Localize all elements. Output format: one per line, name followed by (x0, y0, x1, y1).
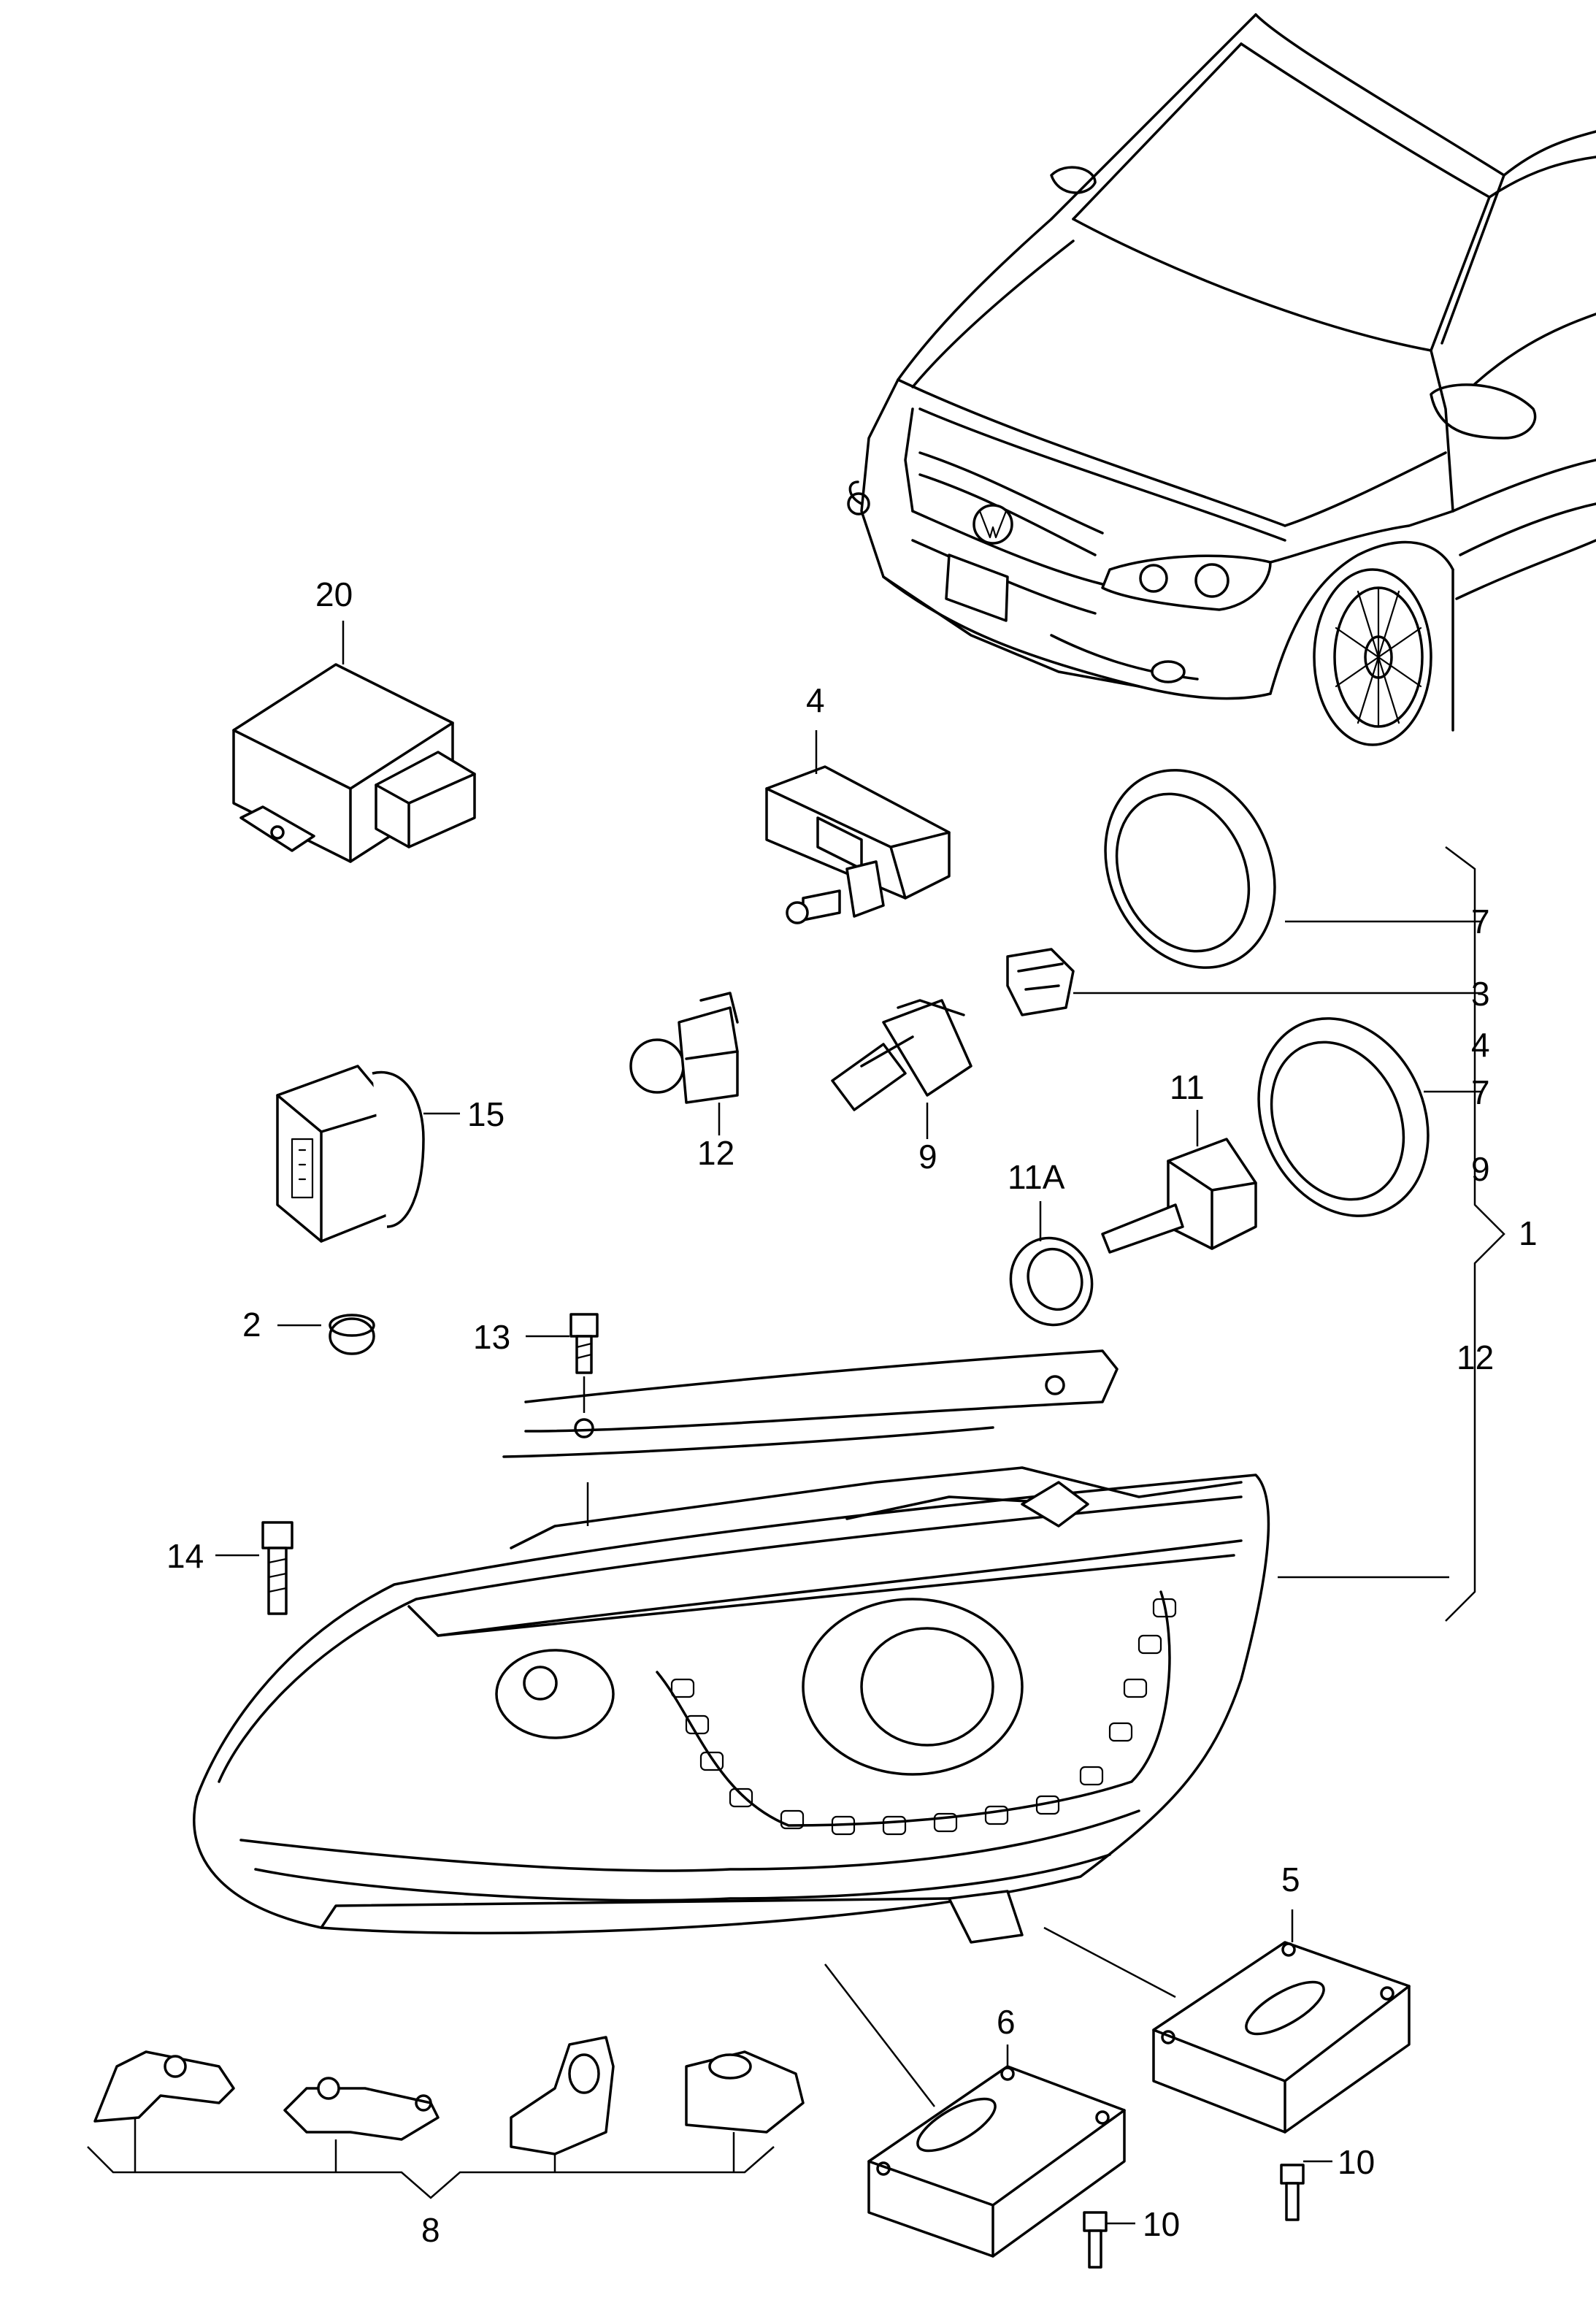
callout-14: 14 (166, 1537, 204, 1575)
part-14-bolt (261, 1521, 294, 1615)
callout-9-group: 9 (1471, 1150, 1490, 1188)
callout-10-lower: 10 (1143, 2205, 1180, 2243)
callout-8: 8 (421, 2211, 440, 2249)
part-5-ballast (1152, 1941, 1411, 2134)
callout-3: 3 (1471, 975, 1490, 1013)
part-3-bulb-holder (1006, 948, 1075, 1016)
callout-15: 15 (467, 1095, 504, 1133)
part-12-bulb (629, 992, 739, 1104)
callout-5: 5 (1281, 1861, 1300, 1898)
callout-20: 20 (315, 575, 353, 613)
callout-10-upper: 10 (1338, 2143, 1375, 2181)
part-7-cap-upper (1104, 769, 1276, 969)
part-10-screw-a (1280, 2164, 1305, 2221)
vehicle-drawing (847, 13, 1596, 746)
callout-13: 13 (473, 1318, 510, 1356)
callout-12-group: 12 (1457, 1338, 1494, 1376)
part-10-screw-b (1083, 2211, 1108, 2269)
callout-11a: 11A (1008, 1158, 1065, 1196)
callout-labels: 20 4 7 3 4 7 9 11 11A 15 12 9 1 2 13 12 … (166, 575, 1538, 2249)
part-4-adjust-motor (765, 765, 951, 924)
leader-lines (87, 621, 1505, 2225)
callout-4-motor: 4 (806, 681, 825, 719)
callout-7-lower: 7 (1471, 1073, 1490, 1111)
headlamp-assembly (193, 1466, 1270, 1944)
callout-2: 2 (242, 1306, 261, 1344)
callout-6: 6 (997, 2003, 1016, 2041)
callout-11: 11 (1170, 1068, 1205, 1106)
callout-9-bulb: 9 (918, 1138, 937, 1176)
part-15-connector (276, 1065, 425, 1243)
part-20-control-module (232, 663, 476, 863)
part-9-halogen-bulb (831, 999, 972, 1111)
part-13-screw (569, 1313, 599, 1374)
part-11-xenon-bulb (1101, 1138, 1257, 1254)
part-2-cap (329, 1314, 375, 1355)
part-7-cap-lower (1257, 1017, 1430, 1217)
callout-1: 1 (1519, 1214, 1538, 1252)
gasket-strip (502, 1349, 1119, 1458)
part-11a-retaining-ring (1009, 1236, 1094, 1327)
callout-12-bulb: 12 (697, 1134, 734, 1172)
callout-7-upper: 7 (1471, 903, 1490, 940)
callout-4-group: 4 (1471, 1026, 1490, 1064)
part-8-repair-brackets (93, 2036, 805, 2156)
